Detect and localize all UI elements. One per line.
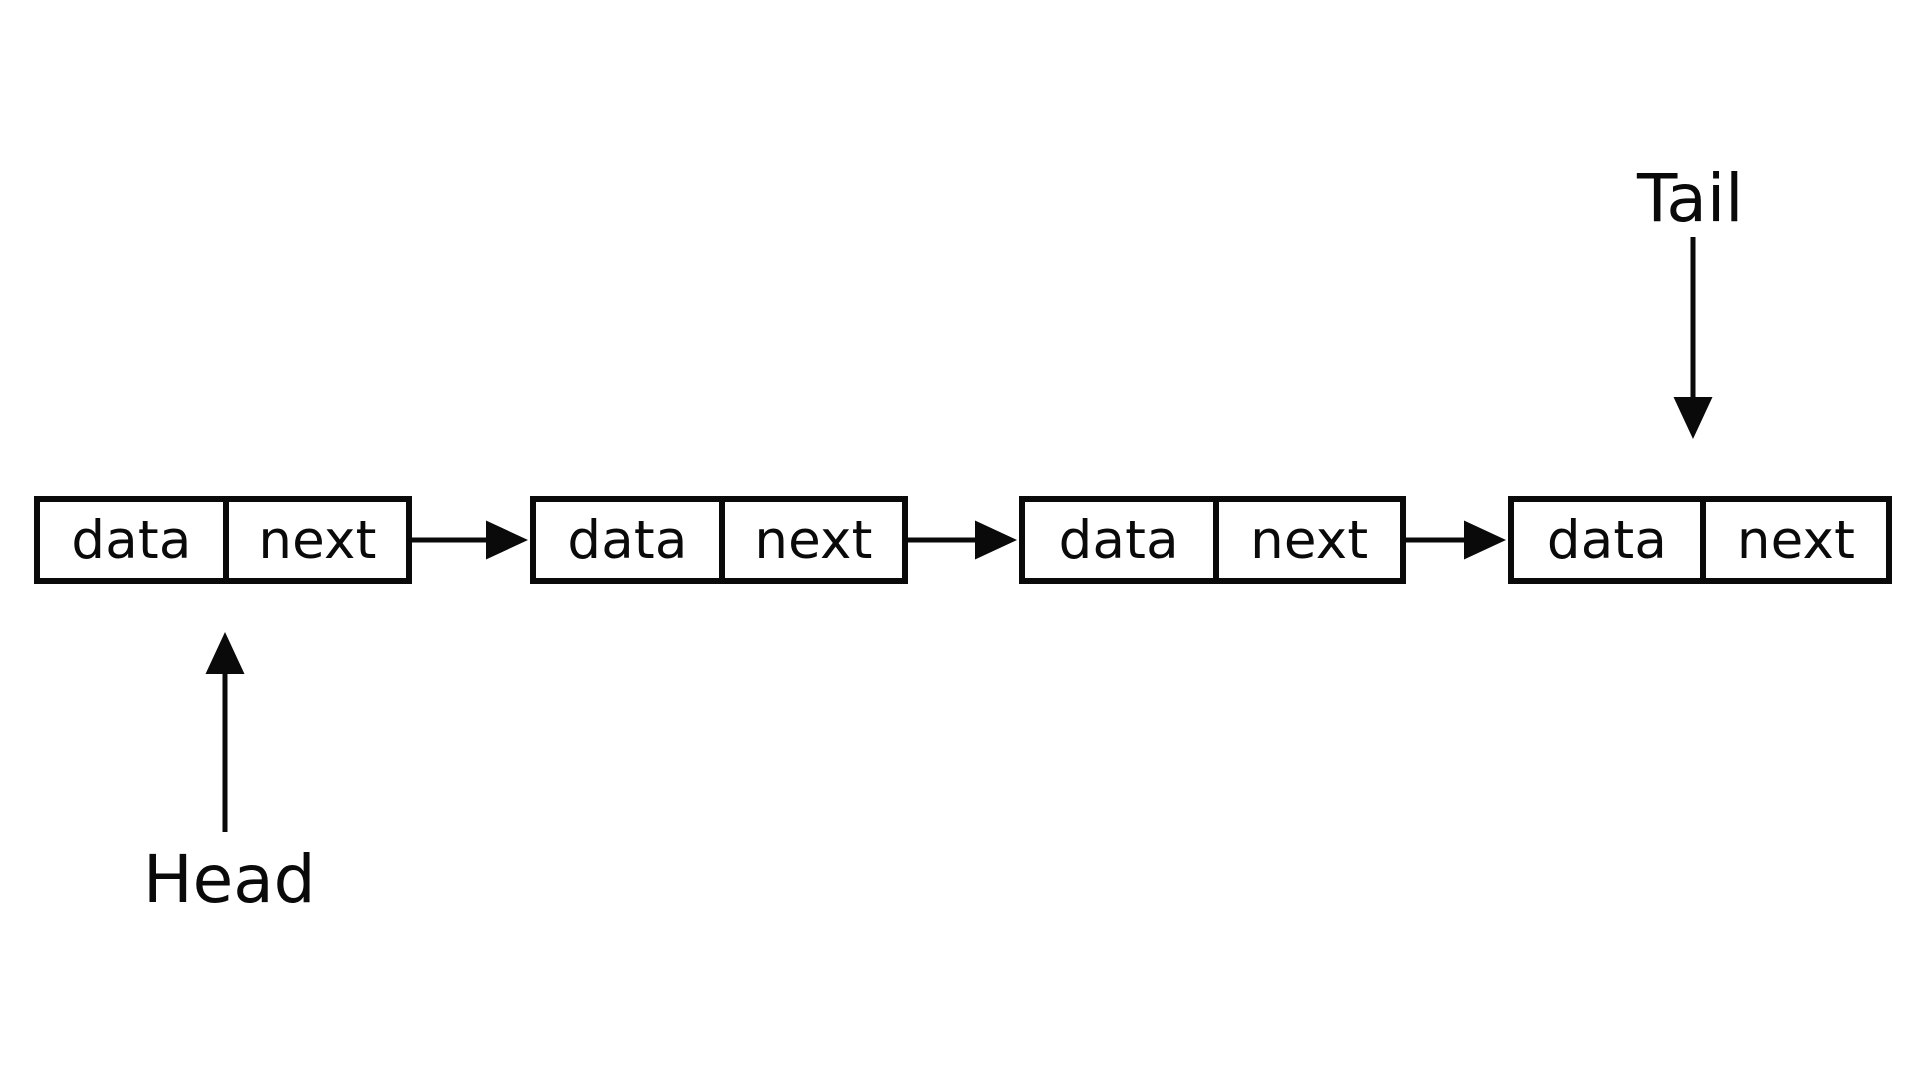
node-data-cell: data (1546, 509, 1668, 571)
list-node: data next (530, 496, 908, 584)
tail-pointer-label: Tail (1637, 160, 1744, 237)
node-next-cell: next (719, 502, 902, 578)
node-next-cell: next (223, 502, 406, 578)
node-data-cell: data (1058, 509, 1179, 571)
list-node: data next (1508, 496, 1892, 584)
node-next-cell: next (1700, 502, 1886, 578)
list-node: data next (34, 496, 412, 584)
node-next-cell: next (1212, 502, 1401, 578)
node-data-cell: data (71, 509, 192, 571)
node-data-cell: data (567, 509, 688, 571)
list-node: data next (1019, 496, 1406, 584)
head-pointer-label: Head (143, 841, 316, 918)
